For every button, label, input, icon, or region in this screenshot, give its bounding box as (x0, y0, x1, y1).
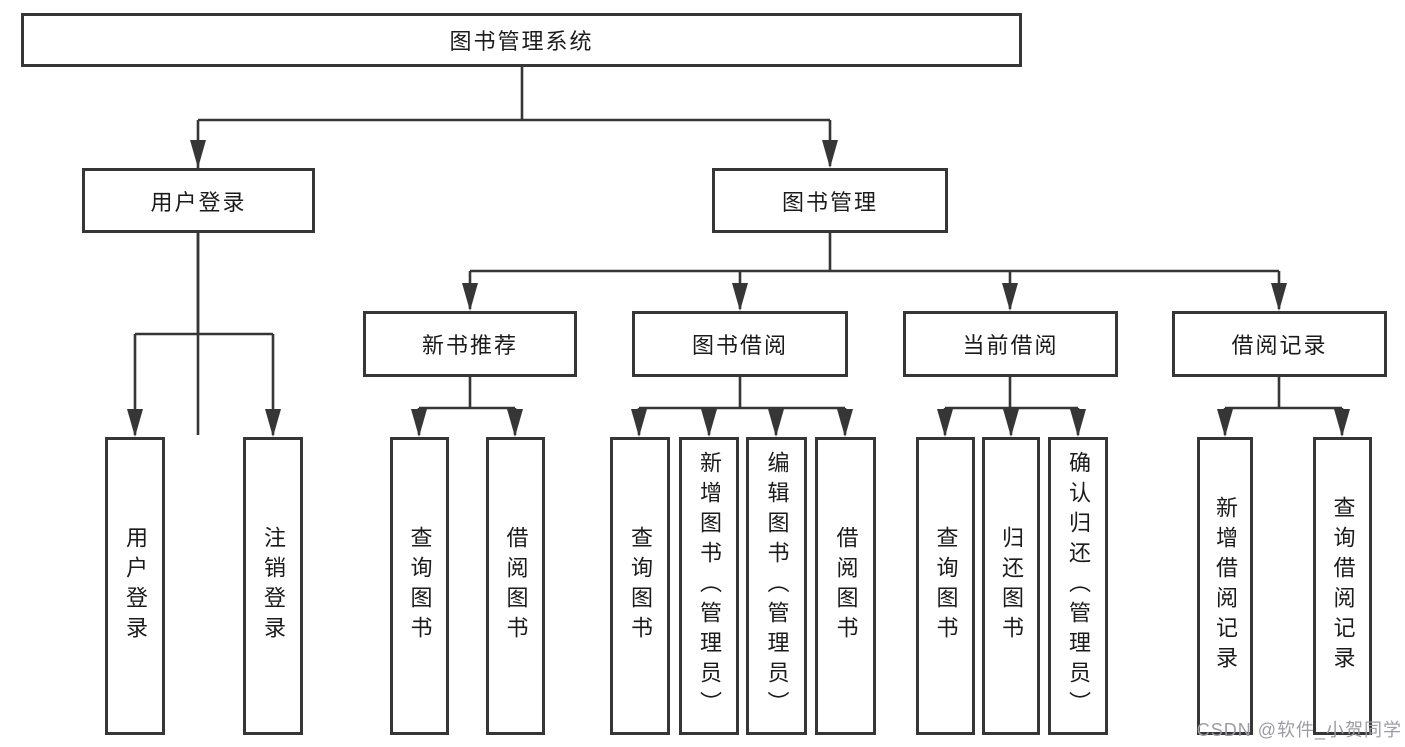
node-user-login: 用户登录 (82, 168, 315, 233)
node-label: 注销登录 (261, 526, 286, 646)
node-label: 图书借阅 (691, 333, 788, 358)
arrow-down-icon (127, 409, 143, 437)
node-label: 新增借阅记录 (1213, 496, 1238, 676)
arrowhead-icons (127, 140, 1350, 437)
arrow-down-icon (1070, 409, 1086, 437)
leaf-add-borrow-record: 新增借阅记录 (1197, 437, 1253, 735)
connector-borrow-records-children (1223, 377, 1344, 435)
node-label: 图书管理系统 (449, 29, 594, 54)
leaf-logout: 注销登录 (243, 437, 303, 735)
arrow-down-icon (190, 140, 206, 168)
connector-user-login-children (133, 233, 275, 435)
connector-book-management-children (468, 233, 1281, 309)
node-label: 查询图书 (933, 526, 959, 646)
connector-book-borrow-children (637, 377, 847, 435)
node-label: 新增图书（管理员） (697, 451, 722, 721)
node-label: 查询图书 (628, 526, 653, 646)
arrow-down-icon (462, 283, 478, 311)
arrow-down-icon (1003, 409, 1019, 437)
arrow-down-icon (265, 409, 281, 437)
leaf-user-login: 用户登录 (105, 437, 165, 735)
leaf-borrow-books: 借阅图书 (815, 437, 876, 735)
node-label: 借阅图书 (503, 526, 529, 646)
node-label: 查询图书 (407, 526, 433, 646)
arrow-down-icon (1334, 409, 1350, 437)
node-label: 图书管理 (781, 189, 878, 215)
connector-root-to-level2 (196, 67, 832, 435)
node-label: 当前借阅 (962, 333, 1059, 358)
arrow-down-icon (1002, 283, 1018, 311)
arrow-down-icon (507, 409, 523, 437)
leaf-edit-books-admin: 编辑图书（管理员） (746, 437, 807, 735)
arrow-down-icon (411, 409, 427, 437)
leaf-borrow-books-recommend: 借阅图书 (486, 437, 545, 735)
csdn-watermark: CSDN @软件_小贺同学 (1196, 720, 1402, 740)
arrow-down-icon (631, 409, 647, 437)
arrow-down-icon (837, 409, 853, 437)
node-label: 借阅图书 (833, 526, 859, 646)
node-label: 用户登录 (150, 189, 247, 215)
leaf-query-books-current: 查询图书 (916, 437, 975, 735)
node-library-system: 图书管理系统 (21, 13, 1022, 67)
node-new-book-recommendation: 新书推荐 (363, 311, 577, 377)
node-label: 归还图书 (999, 526, 1024, 646)
leaf-add-books-admin: 新增图书（管理员） (679, 437, 739, 735)
node-book-management: 图书管理 (712, 168, 948, 233)
node-borrowing-records: 借阅记录 (1172, 311, 1387, 377)
leaf-confirm-return-admin: 确认归还（管理员） (1048, 437, 1108, 735)
node-book-borrowing: 图书借阅 (632, 311, 848, 377)
leaf-return-books: 归还图书 (982, 437, 1040, 735)
node-current-borrowing: 当前借阅 (903, 311, 1118, 377)
leaf-query-books-recommend: 查询图书 (390, 437, 449, 735)
node-label: 借阅记录 (1231, 333, 1328, 358)
node-label: 新书推荐 (421, 333, 518, 358)
node-label: 确认归还（管理员） (1066, 451, 1091, 721)
node-label: 查询借阅记录 (1330, 496, 1356, 676)
arrow-down-icon (701, 409, 717, 437)
arrow-down-icon (822, 140, 838, 168)
leaf-query-books-borrow: 查询图书 (610, 437, 670, 735)
node-label: 用户登录 (123, 526, 148, 646)
arrow-down-icon (1271, 283, 1287, 311)
leaf-query-borrow-record: 查询借阅记录 (1313, 437, 1372, 735)
arrow-down-icon (1217, 409, 1233, 437)
node-label: 编辑图书（管理员） (764, 451, 790, 721)
arrow-down-icon (768, 409, 784, 437)
arrow-down-icon (937, 409, 953, 437)
connector-new-book-children (417, 377, 517, 435)
arrow-down-icon (732, 283, 748, 311)
